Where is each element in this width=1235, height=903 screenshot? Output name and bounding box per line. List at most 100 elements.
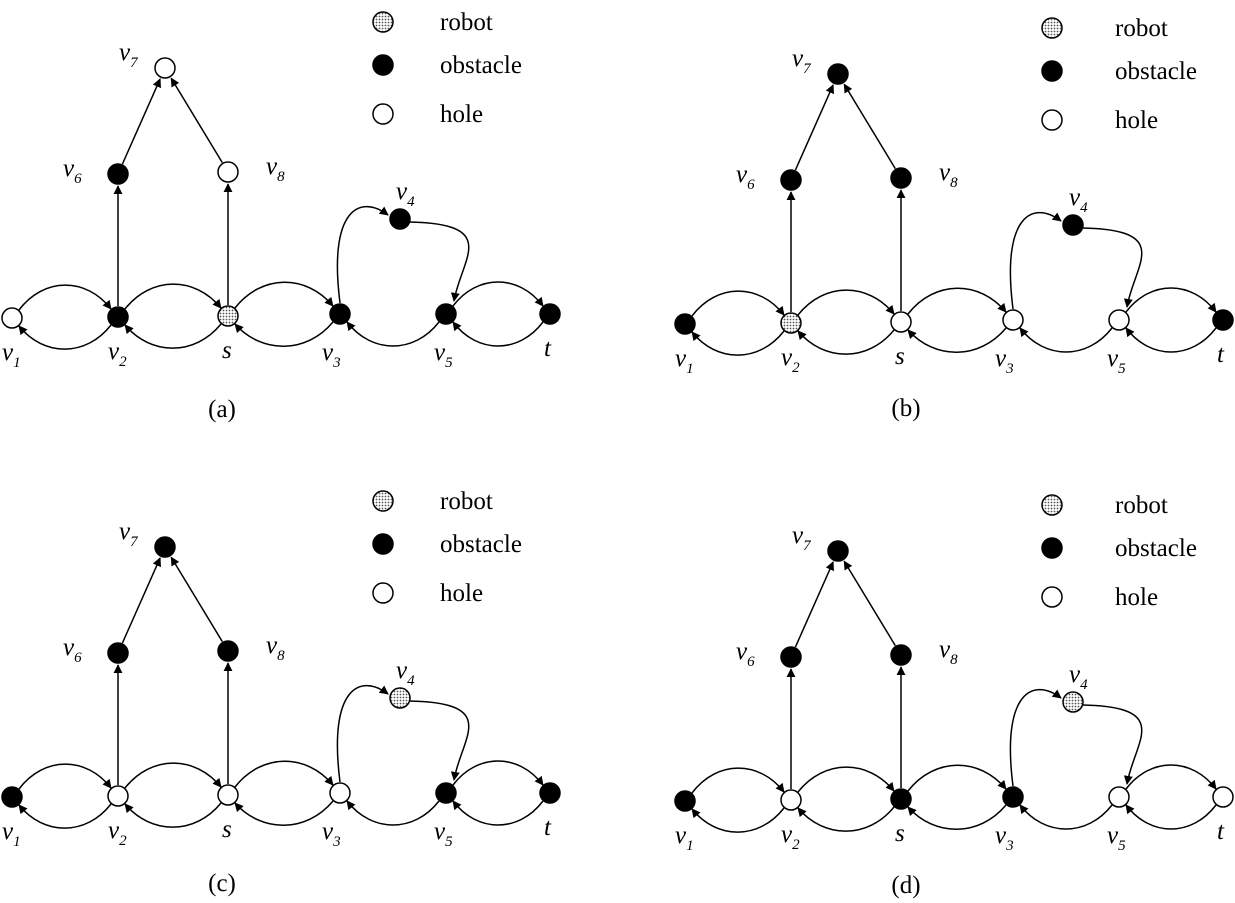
legend-hole-marker <box>372 582 394 604</box>
node-label-s: s <box>895 343 905 370</box>
edge-v5-to-v3 <box>346 321 440 347</box>
legend-hole-label: hole <box>1115 584 1158 611</box>
panel-caption: (a) <box>208 396 236 423</box>
node-v4-obstacle <box>1062 214 1084 236</box>
node-label-v8: v8 <box>266 153 285 185</box>
node-label-v7: v7 <box>119 39 139 71</box>
node-label-v1: v1 <box>675 822 694 854</box>
node-v5-hole <box>1108 309 1130 331</box>
node-label-v4: v4 <box>396 657 415 689</box>
node-label-s: s <box>222 816 232 843</box>
legend-hole-label: hole <box>440 101 483 128</box>
node-label-v2: v2 <box>108 338 127 370</box>
node-label-v2: v2 <box>108 817 127 849</box>
node-v7-obstacle <box>827 63 849 85</box>
edge-v6-to-v7 <box>121 78 161 165</box>
edge-v3-to-v4 <box>336 684 389 783</box>
legend-obstacle-label: obstacle <box>440 52 522 79</box>
node-label-s: s <box>895 820 905 847</box>
edge-v2-to-v1 <box>691 807 785 833</box>
node-s-robot <box>217 305 239 327</box>
node-t-obstacle <box>539 303 561 325</box>
legend-robot-marker <box>372 490 394 512</box>
legend-robot-marker <box>1041 494 1063 516</box>
edge-s-to-v3 <box>907 287 1007 315</box>
node-v4-robot <box>1062 691 1084 713</box>
edge-v8-to-v7 <box>170 77 223 163</box>
legend-hole-marker <box>1041 586 1063 608</box>
legend-obstacle-marker <box>372 54 394 76</box>
edge-v2-to-s <box>797 289 895 316</box>
legend-obstacle-label: obstacle <box>1115 58 1197 85</box>
edge-s-to-v3 <box>907 764 1007 792</box>
legend-robot-marker <box>372 11 394 33</box>
node-v5-obstacle <box>435 303 457 325</box>
edge-v3-to-v4 <box>1009 688 1062 787</box>
node-v4-obstacle <box>389 208 411 230</box>
edge-t-to-v5 <box>1125 327 1217 353</box>
node-label-v6: v6 <box>63 155 82 187</box>
node-v8-obstacle <box>890 167 912 189</box>
edge-v4-to-v5 <box>409 700 470 781</box>
node-v2-obstacle <box>107 306 129 328</box>
node-label-v3: v3 <box>322 818 341 850</box>
edge-v4-to-v5 <box>409 221 470 302</box>
node-label-v8: v8 <box>939 636 958 668</box>
legend-obstacle-marker <box>1041 60 1063 82</box>
node-s-hole <box>217 784 239 806</box>
node-label-v7: v7 <box>792 45 812 77</box>
edge-s-to-v2 <box>124 802 222 828</box>
node-label-t: t <box>544 335 552 362</box>
edge-v5-to-t <box>1125 764 1217 790</box>
legend-robot-label: robot <box>1115 15 1168 42</box>
node-label-v8: v8 <box>939 159 958 191</box>
node-label-v7: v7 <box>792 522 812 554</box>
edge-v3-to-s <box>907 327 1007 353</box>
node-label-v4: v4 <box>1069 661 1088 693</box>
node-label-v2: v2 <box>781 821 800 853</box>
edge-v2-to-s <box>124 762 222 789</box>
node-v3-obstacle <box>1002 786 1024 808</box>
node-v5-hole <box>1108 786 1130 808</box>
edge-s-to-v3 <box>234 760 334 788</box>
node-label-s: s <box>222 337 232 364</box>
node-v2-hole <box>107 785 129 807</box>
panel-caption: (d) <box>891 872 920 899</box>
edge-v1-to-v2 <box>18 284 112 311</box>
edge-v5-to-t <box>452 281 544 307</box>
node-v2-hole <box>780 789 802 811</box>
legend-hole-label: hole <box>1115 107 1158 134</box>
legend-obstacle-label: obstacle <box>440 531 522 558</box>
node-v4-robot <box>389 687 411 709</box>
node-v3-hole <box>1002 309 1024 331</box>
edge-s-to-v3 <box>234 281 334 309</box>
node-label-v4: v4 <box>1069 184 1088 216</box>
edge-v2-to-s <box>124 283 222 310</box>
node-label-v5: v5 <box>434 818 453 850</box>
node-label-v3: v3 <box>322 339 341 371</box>
node-v7-obstacle <box>827 540 849 562</box>
node-v6-obstacle <box>107 163 129 185</box>
node-v1-obstacle <box>674 790 696 812</box>
node-label-v6: v6 <box>736 161 755 193</box>
node-v6-obstacle <box>107 642 129 664</box>
edge-v1-to-v2 <box>18 763 112 790</box>
legend-robot-label: robot <box>440 488 493 515</box>
node-v3-hole <box>329 782 351 804</box>
legend-hole-marker <box>372 103 394 125</box>
edge-v3-to-v4 <box>1009 211 1062 310</box>
node-v7-obstacle <box>154 536 176 558</box>
legend-robot-label: robot <box>440 9 493 36</box>
node-v5-obstacle <box>435 782 457 804</box>
edge-t-to-v5 <box>452 321 544 347</box>
edge-v2-to-v1 <box>18 324 112 350</box>
node-v3-obstacle <box>329 303 351 325</box>
node-label-t: t <box>544 814 552 841</box>
edge-v6-to-v7 <box>794 84 834 171</box>
node-label-v5: v5 <box>1107 822 1126 854</box>
edge-v3-to-s <box>907 804 1007 830</box>
